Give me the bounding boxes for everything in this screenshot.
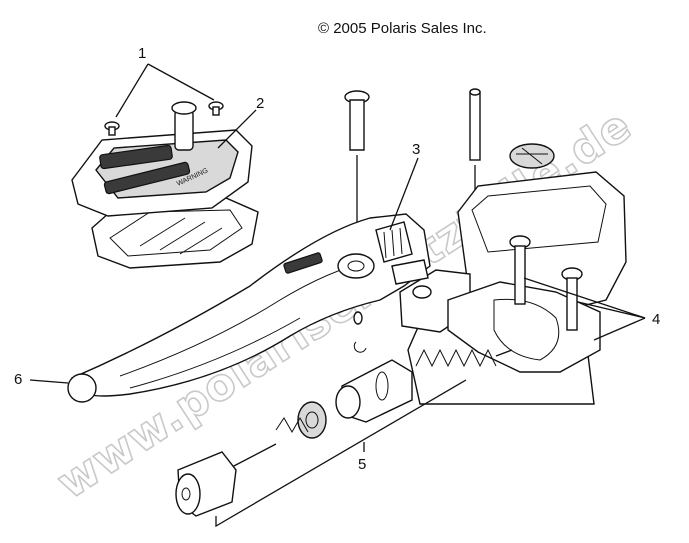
master-cylinder-body — [399, 171, 627, 405]
reservoir-cap — [509, 143, 555, 169]
clamp-bolt-left — [509, 235, 531, 305]
callout-3: 3 — [412, 141, 420, 158]
piston-kit — [175, 348, 513, 528]
callout-2: 2 — [256, 95, 264, 112]
callout-1: 1 — [138, 45, 146, 62]
cover-screw-left — [104, 121, 120, 136]
leader-lines — [29, 63, 646, 384]
clamp-bolt-right — [561, 267, 583, 331]
brake-lever — [67, 213, 431, 403]
copyright-text: © 2005 Polaris Sales Inc. — [318, 20, 487, 37]
pivot-pin — [344, 90, 370, 235]
reservoir-cover-assembly: WARNING — [71, 101, 259, 269]
callout-4: 4 — [652, 311, 660, 328]
callout-6: 6 — [14, 371, 22, 388]
callout-5: 5 — [358, 456, 366, 473]
cover-screw-right — [208, 101, 224, 116]
